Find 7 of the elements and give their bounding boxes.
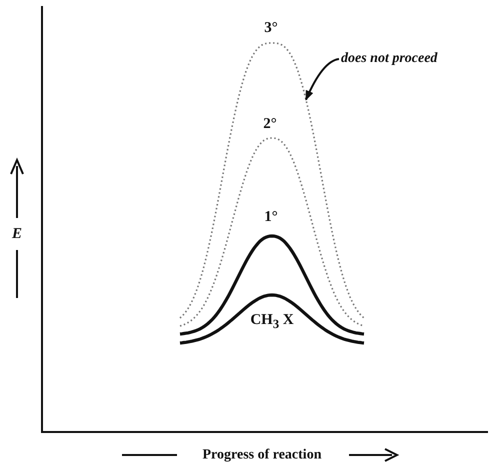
annotation-text: does not proceed — [341, 51, 438, 67]
leader-arrow — [305, 58, 340, 101]
curve-label: 3° — [263, 20, 279, 36]
axis-label: E — [11, 226, 23, 242]
curve-label: 2° — [262, 116, 278, 132]
curve-label: 1° — [263, 208, 279, 226]
axis-label: Progress of reaction — [202, 447, 322, 463]
